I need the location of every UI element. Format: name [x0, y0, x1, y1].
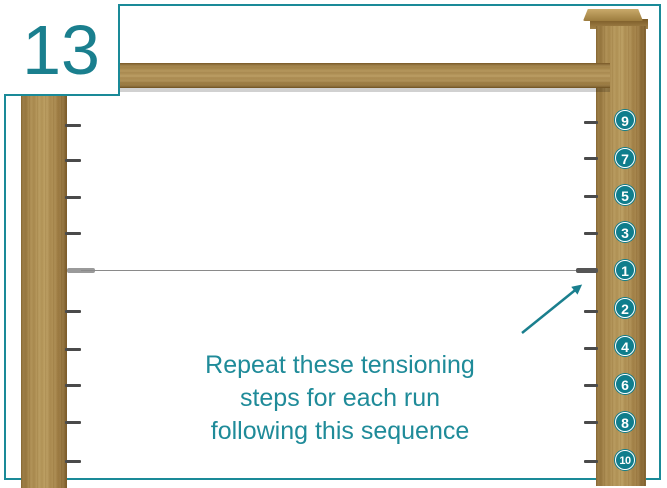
sequence-badge: 1 — [615, 260, 635, 280]
post-cap-base — [590, 19, 648, 29]
cable-fitting — [65, 460, 81, 463]
cable-fitting — [584, 421, 598, 424]
cable-end-right — [576, 268, 598, 273]
right-post — [596, 26, 646, 486]
sequence-badge: 6 — [615, 374, 635, 394]
cable-fitting — [584, 347, 598, 350]
cable-fitting — [584, 460, 598, 463]
step-number: 13 — [4, 4, 120, 96]
sequence-badge: 2 — [615, 298, 635, 318]
cable-fitting — [65, 159, 81, 162]
cable-fitting — [65, 348, 81, 351]
instruction-line: Repeat these tensioning — [205, 351, 475, 379]
cable-fitting — [65, 196, 81, 199]
sequence-badge: 3 — [615, 222, 635, 242]
post-cap — [583, 9, 643, 21]
cable-fitting — [584, 121, 598, 124]
cable-fitting — [65, 421, 81, 424]
cable-fitting — [584, 384, 598, 387]
instruction-line: steps for each run — [239, 384, 441, 412]
sequence-badge: 10 — [615, 450, 635, 470]
sequence-badge: 8 — [615, 412, 635, 432]
sequence-badge: 4 — [615, 336, 635, 356]
cable-fitting — [65, 124, 81, 127]
cable-fitting — [65, 232, 81, 235]
sequence-badge: 9 — [615, 110, 635, 130]
cable-fitting — [584, 195, 598, 198]
tensioned-cable — [81, 270, 584, 271]
sequence-badge: 7 — [615, 148, 635, 168]
cable-fitting — [65, 310, 81, 313]
instruction-line: following this sequence — [210, 417, 470, 445]
cable-fitting — [584, 157, 598, 160]
cable-fitting — [584, 232, 598, 235]
cable-fitting — [584, 310, 598, 313]
left-post — [21, 88, 67, 488]
instruction-callout: Repeat these tensioning steps for each r… — [150, 349, 530, 448]
cable-fitting — [65, 384, 81, 387]
sequence-badge: 5 — [615, 185, 635, 205]
